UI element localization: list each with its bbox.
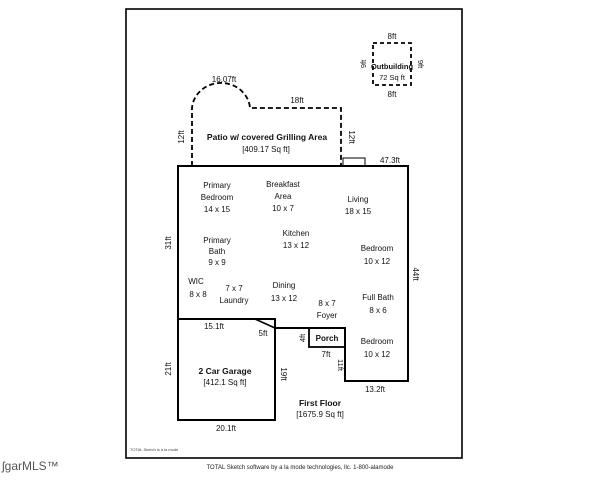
patio-label: Patio w/ covered Grilling Area: [207, 132, 327, 142]
room-name: 7 x 7: [225, 284, 243, 293]
room-name: 8 x 7: [318, 299, 336, 308]
room-full-bath: Full Bath 8 x 6: [362, 293, 394, 315]
room-name: Breakfast: [266, 180, 301, 189]
room-living: Living 18 x 15: [345, 195, 372, 216]
floor-title: First Floor: [299, 398, 342, 408]
left-dim: 31ft: [164, 236, 173, 250]
top-right-dim: 47.3ft: [380, 156, 401, 165]
room-size: 8 x 6: [369, 306, 387, 315]
room-size: 13 x 12: [283, 241, 310, 250]
room-size: 8 x 8: [189, 290, 207, 299]
garage-area: [412.1 Sq ft]: [203, 378, 246, 387]
room-name: Dining: [273, 281, 296, 290]
sketch-note: TOTAL Sketch is a la mode: [130, 447, 179, 452]
room-size: 18 x 15: [345, 207, 372, 216]
page-border: [125, 8, 463, 459]
room-wic: WIC 8 x 8: [188, 277, 207, 299]
room-size: 10 x 12: [364, 350, 391, 359]
room-size: 13 x 12: [271, 294, 298, 303]
room-name: Bedroom: [361, 337, 394, 346]
porch-label: Porch: [316, 334, 339, 343]
patio-area: [409.17 Sq ft]: [242, 145, 290, 154]
room-size: 10 x 12: [364, 257, 391, 266]
outbuilding-left-dim: 9ft: [359, 59, 368, 68]
garage-top-dim: 15.1ft: [204, 322, 225, 331]
room-name: Living: [348, 195, 369, 204]
room-bedroom-3: Bedroom 10 x 12: [361, 337, 394, 359]
right-dim: 44ft: [411, 267, 420, 281]
outbuilding-top-dim: 8ft: [388, 32, 398, 41]
mls-logo: ʃgarMLS™: [2, 459, 59, 473]
porch-left-dim: 4ft: [298, 333, 307, 342]
room-breakfast-area: Breakfast Area 10 x 7: [266, 180, 301, 213]
bottom-right-dim: 13.2ft: [365, 385, 386, 394]
room-name-line2: Area: [275, 192, 292, 201]
room-name-line2: Laundry: [220, 296, 249, 305]
porch-bottom-dim: 7ft: [322, 350, 332, 359]
outbuilding-area: 72 Sq ft: [379, 73, 406, 82]
patio-right-dim: 12ft: [347, 130, 356, 144]
room-name-line2: Bedroom: [201, 193, 234, 202]
outbuilding-right-dim: 9ft: [416, 60, 425, 69]
patio-arc-dim: 16.07ft: [212, 75, 237, 84]
room-foyer: 8 x 7 Foyer: [317, 299, 338, 320]
room-size: 10 x 7: [272, 204, 294, 213]
garage-left-dim: 21ft: [164, 362, 173, 376]
room-name: WIC: [188, 277, 204, 286]
room-primary-bath: Primary Bath 9 x 9: [203, 236, 231, 267]
room-laundry: 7 x 7 Laundry: [220, 284, 249, 305]
room-size: 14 x 15: [204, 205, 231, 214]
room-size: 9 x 9: [208, 258, 226, 267]
porch-outline: [308, 327, 346, 348]
room-kitchen: Kitchen 13 x 12: [283, 229, 310, 250]
patio-outline: [191, 82, 342, 166]
room-bedroom-2: Bedroom 10 x 12: [361, 244, 394, 266]
floor-area: [1675.9 Sq ft]: [296, 410, 344, 419]
notch-dim: 5ft: [259, 329, 269, 338]
garage-bottom-dim: 20.1ft: [216, 424, 237, 433]
porch-right-dim: 11ft: [336, 359, 345, 372]
room-name-line2: Bath: [209, 247, 225, 256]
room-name: Primary: [203, 181, 231, 190]
room-name-line2: Foyer: [317, 311, 338, 320]
room-name: Primary: [203, 236, 231, 245]
room-primary-bedroom: Primary Bedroom 14 x 15: [201, 181, 234, 214]
room-name: Kitchen: [283, 229, 310, 238]
outbuilding-label: Outbuilding: [371, 62, 413, 71]
patio-left-dim: 12ft: [177, 130, 186, 144]
outbuilding-outline: [372, 42, 412, 86]
patio-top-dim: 18ft: [290, 96, 304, 105]
garage-step-line: [254, 318, 276, 329]
outbuilding-bottom-dim: 8ft: [388, 90, 398, 99]
garage-right-dim: 19ft: [279, 367, 288, 381]
footer-credit: TOTAL Sketch software by a la mode techn…: [206, 465, 394, 471]
garage-outline: [177, 318, 276, 421]
garage-label: 2 Car Garage: [199, 366, 252, 376]
room-name: Bedroom: [361, 244, 394, 253]
room-dining: Dining 13 x 12: [271, 281, 298, 303]
room-name: Full Bath: [362, 293, 394, 302]
house-step: [342, 157, 366, 167]
